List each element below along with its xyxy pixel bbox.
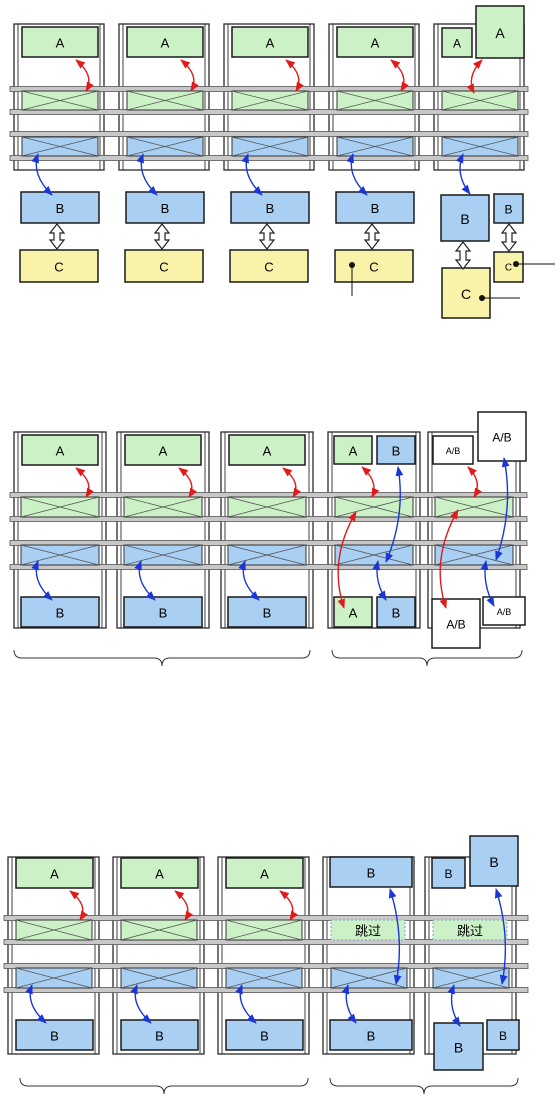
section3-col5-skip-label: 跳过 [457, 924, 483, 939]
section3-box-b-1-label: B [50, 1029, 59, 1044]
section3-box-a-1-label: A [50, 867, 59, 882]
section1-double-arrow-4 [365, 224, 379, 249]
section3-box-b-3-label: B [260, 1029, 269, 1044]
section2-brace-left [14, 650, 310, 666]
section2-box-b-3-label: B [263, 606, 272, 621]
section1-box-c-1-label: C [54, 260, 63, 275]
section1-double-arrow-2 [155, 224, 169, 249]
section1-double-arrow-3 [260, 224, 274, 249]
section1-box-b-3-label: B [266, 201, 275, 216]
section2-box-a-3-label: A [263, 444, 272, 459]
section1-col5-small-b-label: B [504, 203, 512, 217]
section2-brace-right [332, 650, 522, 666]
section1-box-a-3-label: A [266, 36, 275, 51]
section1-double-arrow-1 [50, 224, 64, 249]
section2-col4-top-a-label: A [349, 444, 358, 459]
section3-box-a-2-label: A [155, 867, 164, 882]
section3-box-b-2-label: B [155, 1029, 164, 1044]
section2-col5-big-ab-bottom-label: A/B [446, 618, 465, 632]
section2-col5-small-ab-bottom-label: A/B [497, 607, 512, 617]
section1-col5-big-b-label: B [460, 211, 469, 227]
section2-col4-bottom-a-label: A [349, 606, 358, 621]
section3-brace-right [330, 1078, 518, 1094]
section1-box-b-2-label: B [161, 201, 170, 216]
section1-box-c-2-label: C [159, 260, 168, 275]
section1-box-a-4-label: A [371, 36, 380, 51]
section1-col5-double-arrow-1 [456, 242, 470, 269]
section1-box-c-4-label: C [369, 260, 378, 275]
section3-col4-top-b-label: B [367, 866, 376, 881]
section2-box-b-1-label: B [56, 606, 65, 621]
section3-col4-skip-label: 跳过 [355, 924, 381, 939]
section1-box-b-1-label: B [56, 201, 65, 216]
section2-col5-big-ab-top-label: A/B [492, 431, 511, 445]
section1-box-c-3-label: C [264, 260, 273, 275]
section1-rail-3 [10, 132, 528, 137]
section2-col4-bottom-b-label: B [392, 606, 401, 621]
section2-col5-small-ab-top-label: A/B [446, 446, 461, 456]
section3-box-a-3-label: A [260, 867, 269, 882]
frames-layer [8, 24, 524, 1054]
section1-box-b-4-label: B [371, 201, 380, 216]
section1-col5-small-a-label: A [453, 37, 461, 51]
section3-col5-big-b-bottom-label: B [454, 1040, 463, 1056]
section3-brace-left [20, 1078, 308, 1094]
section2-col4-top-b-label: B [392, 444, 401, 459]
boxes-layer: A B C A B C A B C A B C A A B B C C A B A B A B A B A B A/B A/B A/B A/B… [16, 6, 526, 1070]
section3-col5-big-b-top-label: B [489, 854, 498, 870]
section1-box-a-1-label: A [56, 36, 65, 51]
section1-col5-big-a-label: A [495, 25, 505, 41]
section3-col5-small-b-top-label: B [444, 867, 452, 881]
section3-col4-bottom-b-label: B [367, 1029, 376, 1044]
section2-box-a-2-label: A [159, 444, 168, 459]
section3-col5-small-b-bottom-label: B [499, 1029, 507, 1043]
section1-col5-double-arrow-2 [502, 224, 516, 251]
section1-box-a-2-label: A [161, 36, 170, 51]
section2-box-b-2-label: B [159, 606, 168, 621]
section1-col5-small-c-label: C [505, 263, 512, 274]
section2-box-a-1-label: A [56, 444, 65, 459]
section1-col5-big-c-label: C [461, 286, 471, 302]
